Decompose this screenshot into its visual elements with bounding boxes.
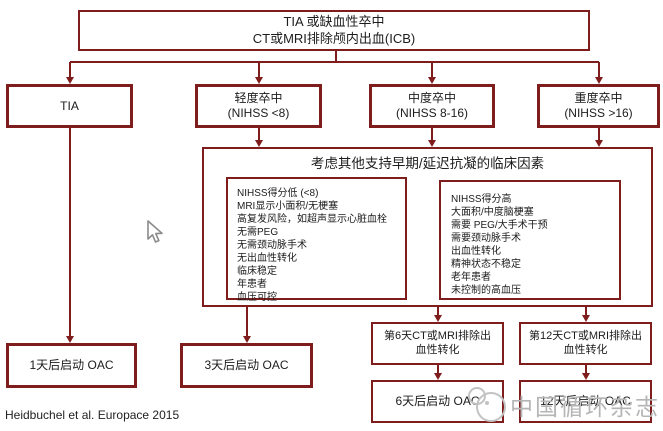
factor-item: 出血性转化 [451, 246, 501, 257]
node-moderate-stroke: 中度卒中 (NIHSS 8-16) [369, 84, 495, 128]
node-nihss-range: (NIHSS >16) [564, 106, 633, 120]
factor-item: 无需PEG [237, 227, 279, 238]
node-nihss-range: (NIHSS <8) [227, 106, 290, 120]
factor-item: 血压可控 [237, 292, 277, 303]
node-start-oac-day1: 1天后启动 OAC [6, 343, 137, 388]
cursor-icon [147, 220, 163, 243]
node-label: 轻度卒中 [234, 91, 283, 105]
node-start-oac-day12: 12天后启动 OAC [519, 380, 652, 423]
early-anticoagulation-factors-list: NIHSS得分低 (<8) MRI显示小面积/无梗塞 高复发风险，如超声显示心脏… [226, 177, 407, 303]
factor-item: 需要 PEG/大手术干预 [451, 220, 548, 231]
factor-item: MRI显示小面积/无梗塞 [237, 201, 339, 212]
node-label: 12天后启动 OAC [540, 394, 631, 408]
clinical-factors-title: 考虑其他支持早期/延迟抗凝的临床因素 [310, 156, 545, 171]
node-label: 6天后启动 OAC [395, 394, 480, 408]
factor-item: 精神状态不稳定 [451, 259, 521, 270]
factor-item: 大面积/中度脑梗塞 [451, 207, 534, 218]
node-label: 3天后启动 OAC [204, 358, 289, 372]
node-imaging-day6: 第6天CT或MRI排除出血性转化 [371, 322, 504, 365]
node-start-oac-day6: 6天后启动 OAC [371, 380, 504, 423]
factor-item: 无出血性转化 [237, 253, 297, 264]
factor-item: 年患者 [237, 279, 267, 290]
node-label: 重度卒中 [574, 91, 623, 105]
node-tia-or-ischemic-stroke: TIA 或缺血性卒中 CT或MRI排除颅内出血(ICB) [78, 10, 590, 51]
node-label: 1天后启动 OAC [29, 358, 114, 372]
node-tia: TIA [6, 84, 133, 128]
node-severe-stroke: 重度卒中 (NIHSS >16) [537, 84, 660, 128]
factor-item: NIHSS得分低 (<8) [237, 188, 319, 199]
node-title: TIA 或缺血性卒中 [283, 14, 385, 30]
factor-item: NIHSS得分高 [451, 194, 512, 205]
node-nihss-range: (NIHSS 8-16) [395, 106, 469, 120]
node-label: 中度卒中 [407, 91, 456, 105]
factor-item: 临床稳定 [237, 266, 277, 277]
node-label: TIA [60, 98, 79, 113]
citation-text: Heidbuchel et al. Europace 2015 [5, 408, 180, 422]
factor-item: 需要颈动脉手术 [451, 233, 521, 244]
factor-item: 无需颈动脉手术 [237, 240, 307, 251]
node-imaging-day12: 第12天CT或MRI排除出血性转化 [519, 322, 652, 365]
factor-item: 未控制的高血压 [451, 285, 521, 296]
delayed-anticoagulation-factors-list: NIHSS得分高 大面积/中度脑梗塞 需要 PEG/大手术干预 需要颈动脉手术 … [439, 180, 621, 300]
node-label: 第12天CT或MRI排除出血性转化 [528, 329, 643, 356]
node-mild-stroke: 轻度卒中 (NIHSS <8) [195, 84, 322, 128]
node-subtitle: CT或MRI排除颅内出血(ICB) [252, 30, 416, 46]
factor-item: 高复发风险，如超声显示心脏血栓 [237, 214, 387, 225]
node-label: 第6天CT或MRI排除出血性转化 [384, 329, 491, 356]
factor-item: 老年患者 [451, 272, 491, 283]
node-clinical-factors: 考虑其他支持早期/延迟抗凝的临床因素 NIHSS得分低 (<8) MRI显示小面… [202, 147, 653, 307]
node-start-oac-day3: 3天后启动 OAC [180, 343, 313, 388]
